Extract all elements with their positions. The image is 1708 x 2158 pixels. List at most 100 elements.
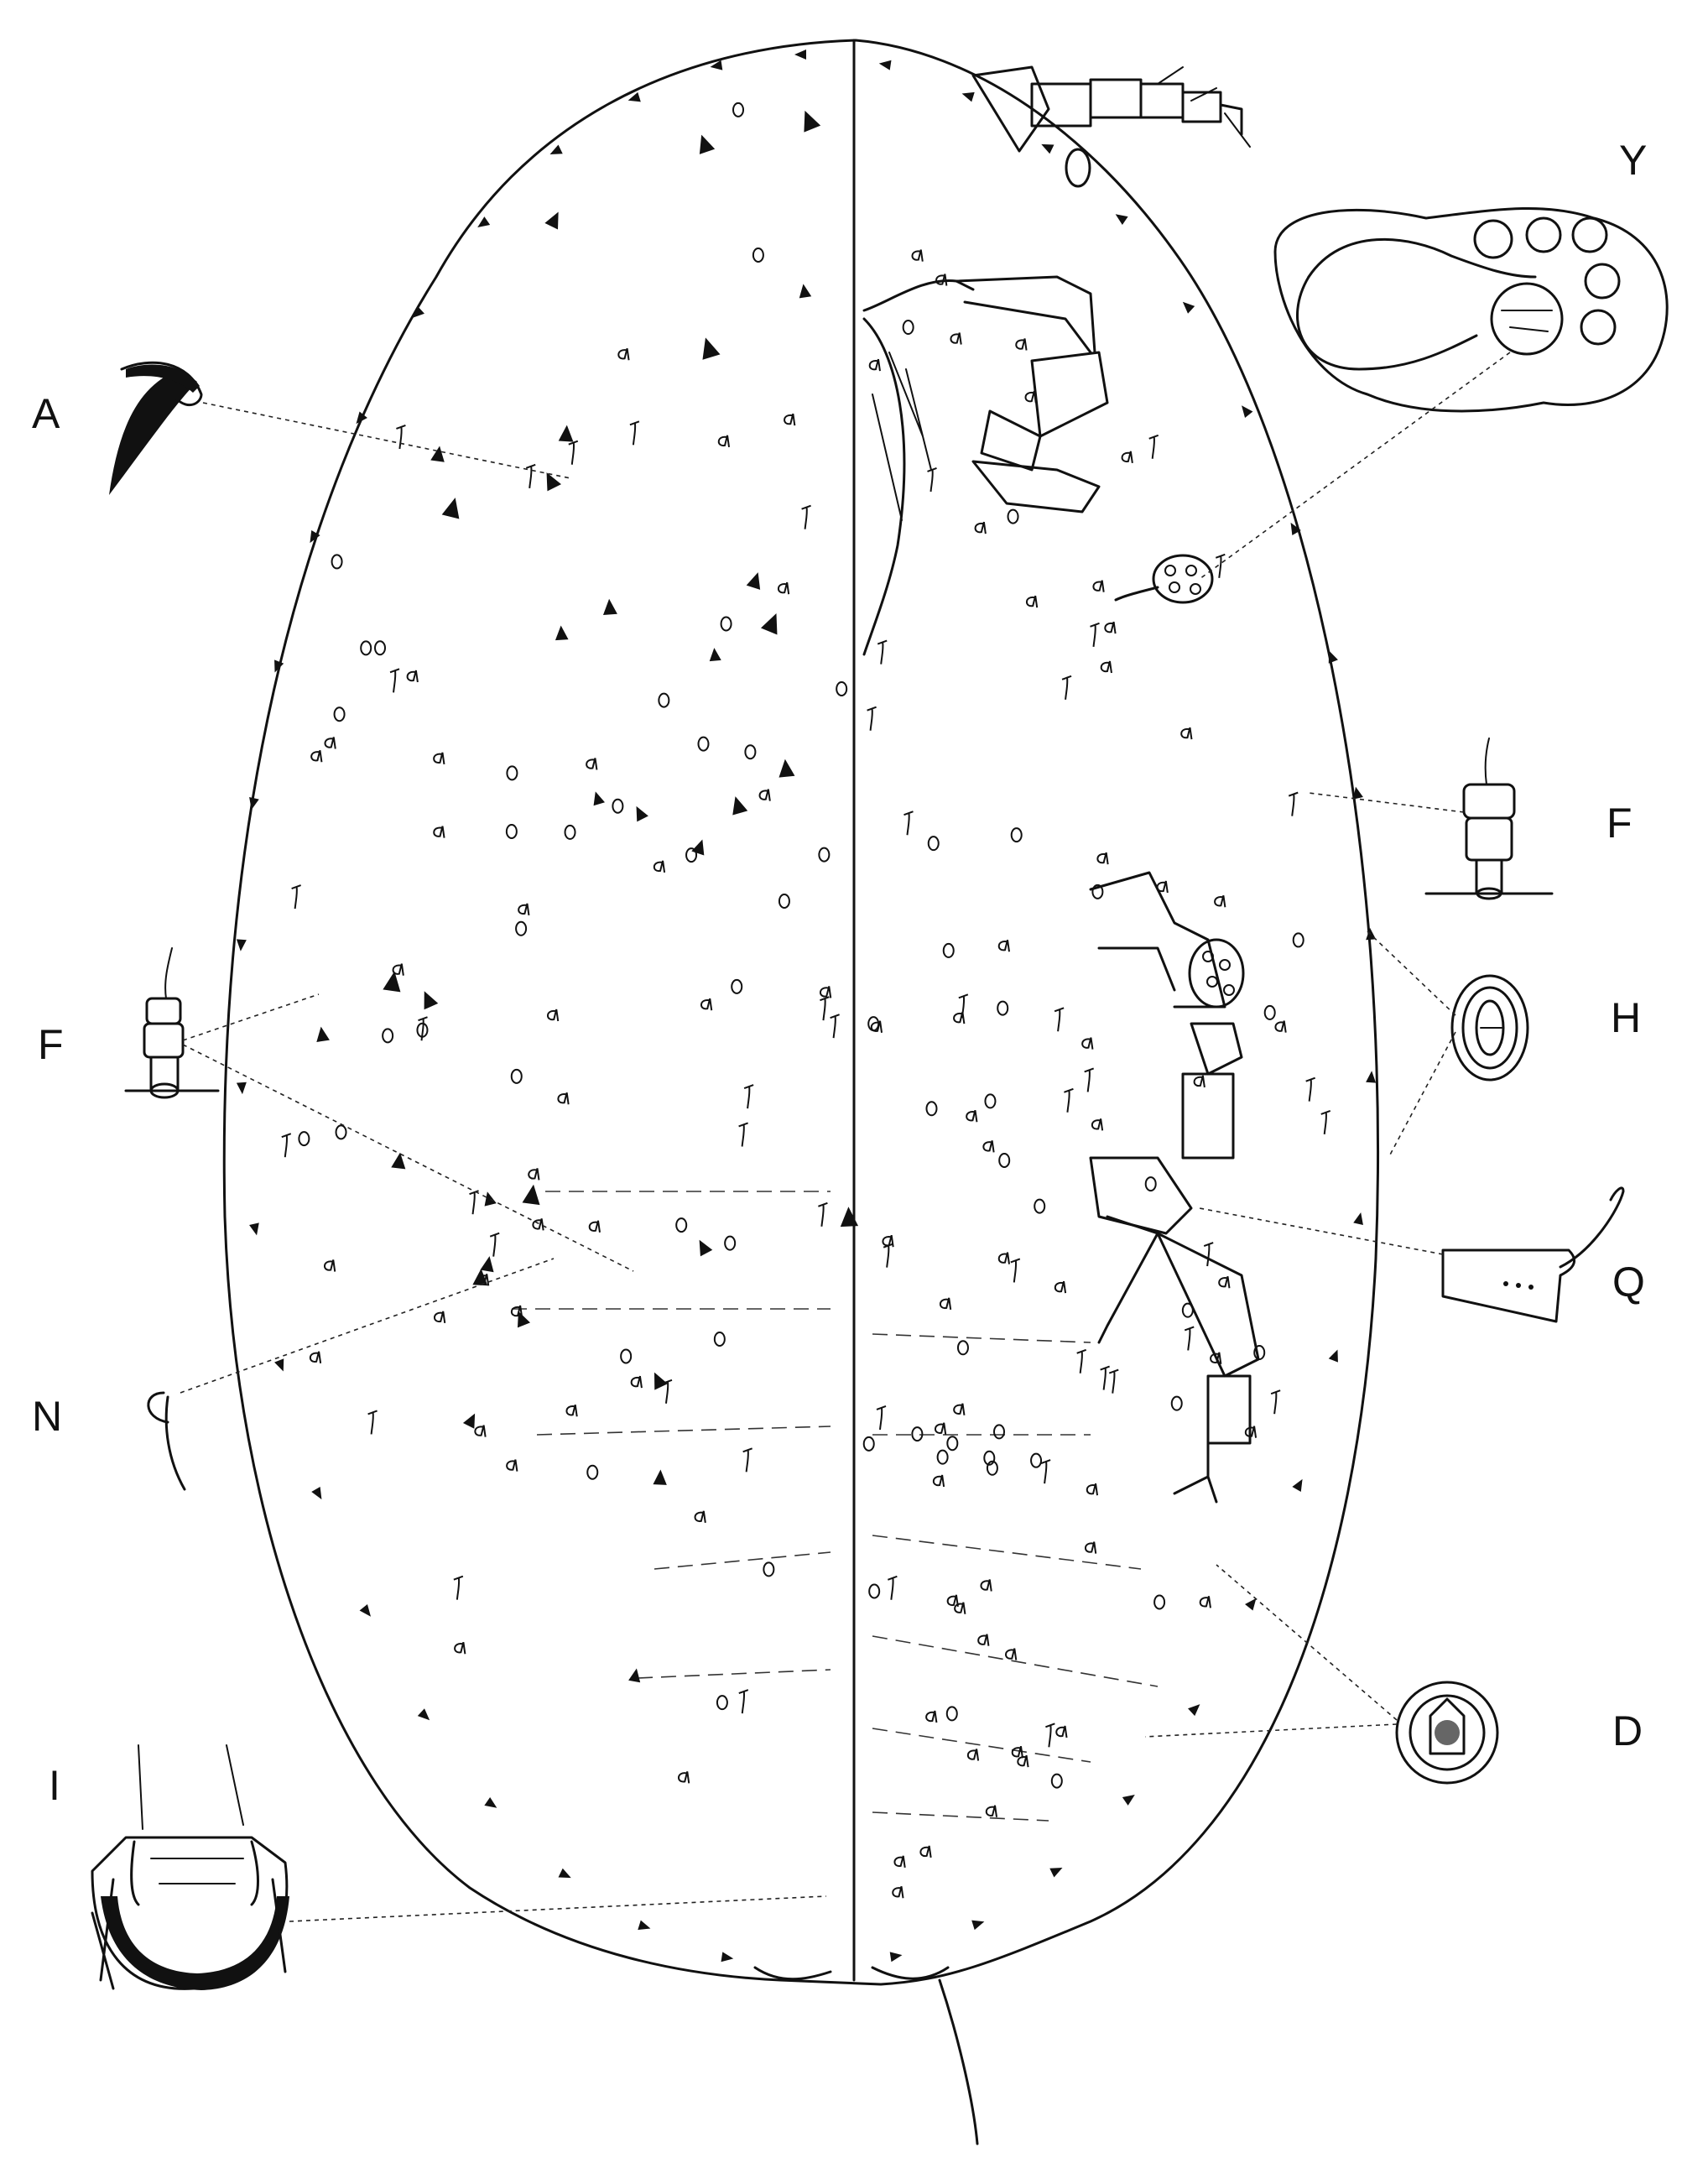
conical-seta bbox=[628, 1668, 641, 1683]
tubular-duct bbox=[1092, 580, 1105, 592]
tubular-duct bbox=[1210, 1352, 1222, 1364]
pore-ring bbox=[731, 978, 743, 994]
label-D: D bbox=[1612, 1707, 1643, 1754]
tubular-duct bbox=[946, 1594, 959, 1608]
pore-ring bbox=[992, 1424, 1005, 1440]
conical-seta bbox=[462, 1413, 476, 1429]
label-H: H bbox=[1611, 994, 1641, 1041]
fine-seta bbox=[741, 1691, 746, 1714]
fine-seta bbox=[456, 1577, 461, 1600]
tubular-duct bbox=[1193, 1075, 1205, 1088]
tubular-duct bbox=[820, 986, 832, 998]
seta-socket bbox=[1203, 1242, 1214, 1247]
tubular-duct bbox=[758, 789, 771, 801]
tubular-duct bbox=[528, 1168, 540, 1181]
seta-socket bbox=[958, 993, 969, 999]
marginal-seta bbox=[310, 529, 320, 544]
tubular-duct bbox=[939, 1297, 952, 1311]
pore-ring bbox=[763, 1561, 775, 1577]
pore-ring bbox=[956, 1340, 969, 1356]
fine-seta bbox=[880, 642, 884, 665]
fine-seta bbox=[420, 1019, 424, 1041]
fine-seta bbox=[745, 1450, 749, 1473]
seta-socket bbox=[1320, 1109, 1331, 1115]
fine-seta bbox=[906, 813, 910, 836]
pore-ring bbox=[658, 692, 670, 708]
tubular-duct bbox=[1084, 1541, 1097, 1554]
seta-socket bbox=[1100, 1365, 1110, 1371]
tubular-duct bbox=[565, 1404, 578, 1417]
pore-ring bbox=[360, 640, 372, 656]
tubular-duct bbox=[985, 1805, 998, 1817]
fine-seta bbox=[370, 1412, 374, 1435]
conical-seta bbox=[760, 613, 778, 635]
marginal-seta bbox=[249, 1222, 259, 1236]
tubular-duct bbox=[1218, 1275, 1231, 1289]
inset-Q-leg-segment bbox=[1199, 1186, 1625, 1323]
pore-ring bbox=[818, 847, 831, 863]
marginal-seta bbox=[721, 1952, 734, 1963]
seta-socket bbox=[888, 1575, 898, 1581]
tubular-duct bbox=[454, 1641, 466, 1655]
tubular-duct bbox=[925, 1710, 938, 1723]
fine-seta bbox=[1013, 1260, 1018, 1283]
seta-socket bbox=[629, 420, 640, 426]
fine-seta bbox=[393, 670, 397, 693]
anal-lobe-left bbox=[753, 1966, 832, 1981]
conical-seta bbox=[732, 796, 748, 816]
seta-socket bbox=[867, 706, 877, 712]
fine-seta bbox=[930, 469, 934, 493]
pore-ring bbox=[862, 1436, 875, 1452]
conical-seta bbox=[593, 791, 606, 806]
pore-ring bbox=[945, 1706, 958, 1722]
tubular-duct bbox=[892, 1886, 904, 1899]
marginal-seta bbox=[889, 1952, 903, 1963]
pore-ring bbox=[716, 1695, 728, 1711]
tubular-duct bbox=[997, 1252, 1010, 1264]
fine-seta bbox=[961, 996, 966, 1019]
tubular-duct bbox=[997, 939, 1010, 952]
tubular-duct bbox=[870, 1020, 883, 1033]
tubular-duct bbox=[977, 1634, 990, 1646]
fine-seta bbox=[879, 1407, 883, 1431]
conical-seta bbox=[709, 648, 721, 662]
tubular-duct bbox=[1086, 1483, 1099, 1496]
pore-ring bbox=[1253, 1345, 1266, 1361]
label-Y: Y bbox=[1619, 137, 1647, 184]
label-N: N bbox=[32, 1393, 62, 1440]
inset-A-conical-seta bbox=[109, 361, 571, 495]
body-contour bbox=[222, 39, 1380, 1986]
tubular-duct bbox=[1121, 451, 1133, 464]
tubular-duct bbox=[1005, 1648, 1018, 1660]
pore-ring bbox=[925, 1101, 938, 1117]
pore-ring bbox=[1263, 1004, 1276, 1020]
seta-socket bbox=[1090, 622, 1100, 628]
marginal-seta bbox=[311, 1487, 322, 1500]
tubular-duct bbox=[919, 1845, 932, 1858]
tubular-duct bbox=[1244, 1426, 1258, 1438]
fine-seta bbox=[747, 1086, 751, 1109]
seta-socket bbox=[453, 1575, 464, 1581]
marginal-seta bbox=[638, 1920, 651, 1931]
tubular-duct bbox=[982, 1140, 995, 1153]
inset-Y-pore-structure bbox=[1199, 206, 1669, 580]
fine-seta bbox=[822, 998, 826, 1021]
pore-ring bbox=[1050, 1773, 1063, 1789]
fine-seta bbox=[1273, 1392, 1278, 1415]
marginal-seta bbox=[1245, 1598, 1257, 1611]
pore-ring bbox=[868, 1583, 881, 1599]
seta-socket bbox=[1270, 1389, 1281, 1395]
tubular-duct bbox=[310, 750, 323, 763]
pore-ring bbox=[333, 706, 346, 722]
tubular-duct bbox=[518, 903, 530, 916]
marginal-seta bbox=[359, 1604, 371, 1617]
tubular-duct bbox=[784, 413, 796, 426]
marginal-seta bbox=[274, 659, 284, 673]
fine-seta bbox=[869, 708, 873, 731]
pore-ring bbox=[986, 1460, 998, 1476]
tubular-duct bbox=[630, 1375, 643, 1389]
marginal-seta bbox=[417, 1708, 430, 1721]
tubular-duct bbox=[954, 1602, 966, 1614]
tubular-duct bbox=[700, 998, 713, 1011]
